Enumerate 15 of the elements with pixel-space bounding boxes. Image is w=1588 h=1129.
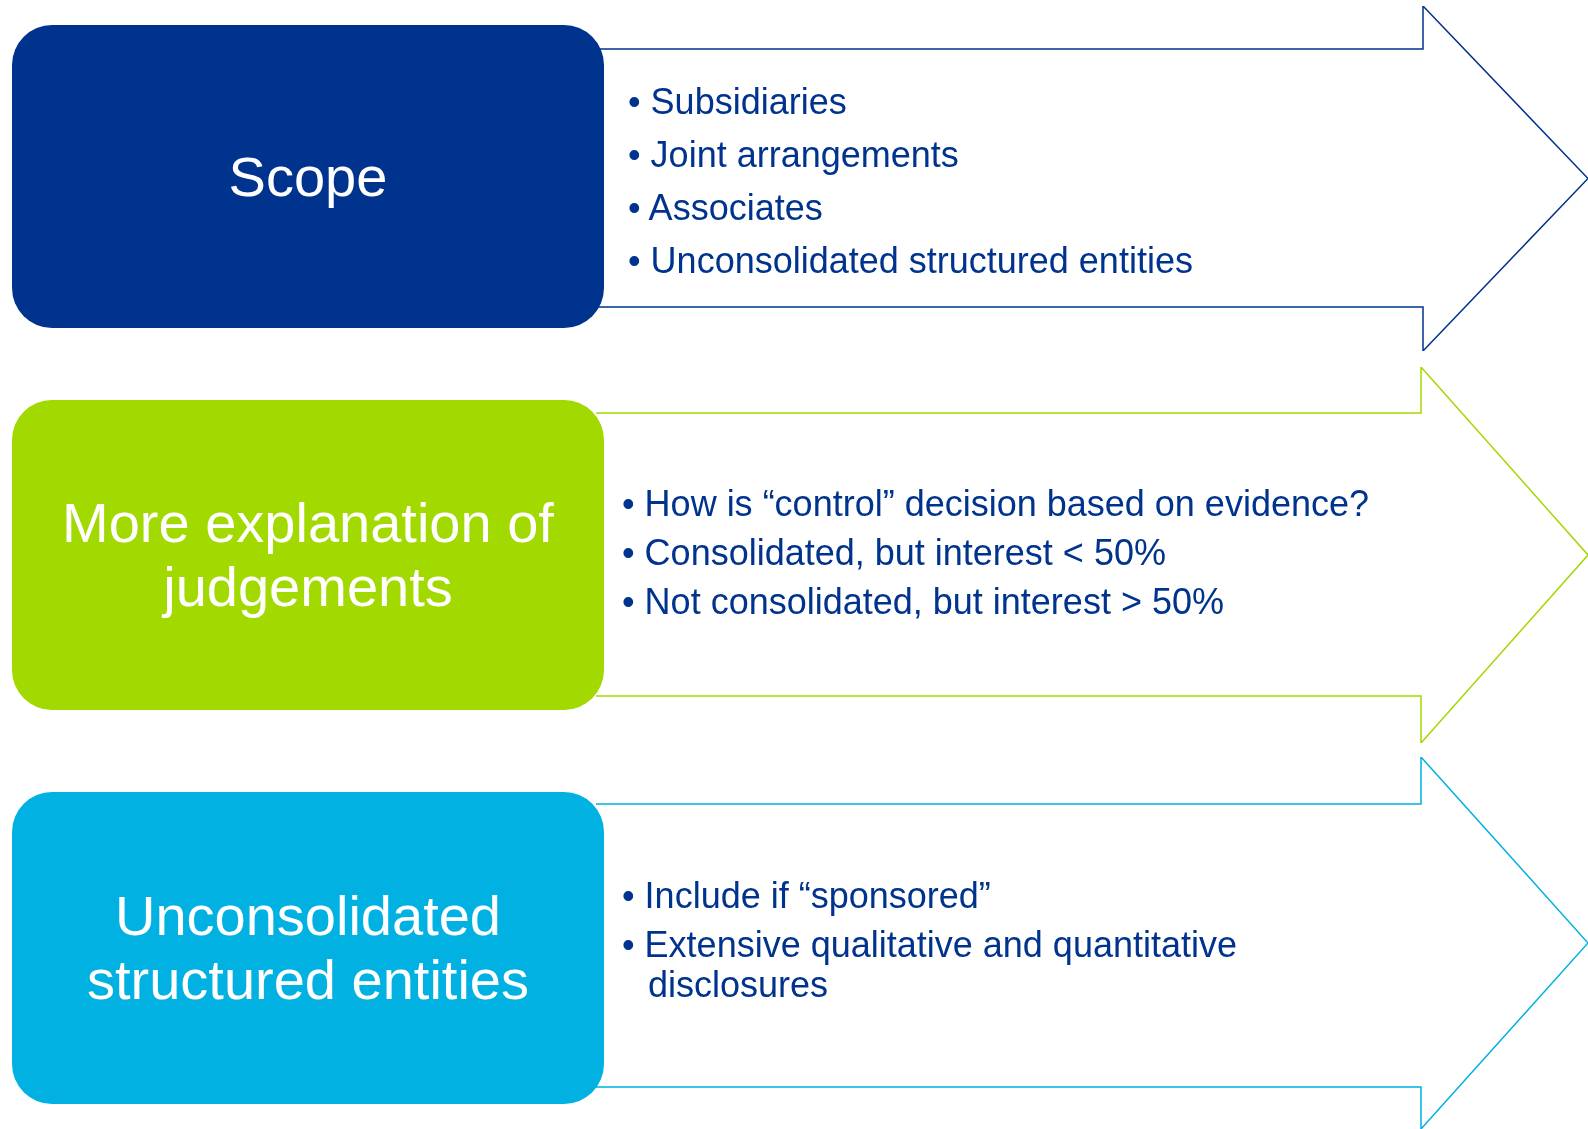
bullet-item: • Not consolidated, but interest > 50% — [622, 582, 1225, 622]
title-box — [12, 792, 604, 1104]
bullet-item: • Associates — [628, 188, 824, 228]
box-title: Scope — [228, 144, 388, 209]
title-box — [12, 400, 604, 710]
bullet-item: • Include if “sponsored” — [622, 876, 992, 916]
bullet-item: • Consolidated, but interest < 50% — [622, 533, 1167, 573]
bullet-item: • How is “control” decision based on evidence? — [622, 484, 1370, 524]
title-box — [12, 25, 604, 328]
bullet-item: • Joint arrangements — [628, 135, 960, 175]
box-title: More explanation of judgements — [61, 491, 555, 619]
bullet-item: • Subsidiaries — [628, 82, 848, 122]
box-title: Unconsolidated structured entities — [86, 884, 530, 1012]
bullet-item: • Extensive qualitative and quantitative disclosures — [622, 925, 1238, 1005]
bullet-item: • Unconsolidated structured entities — [628, 241, 1194, 281]
